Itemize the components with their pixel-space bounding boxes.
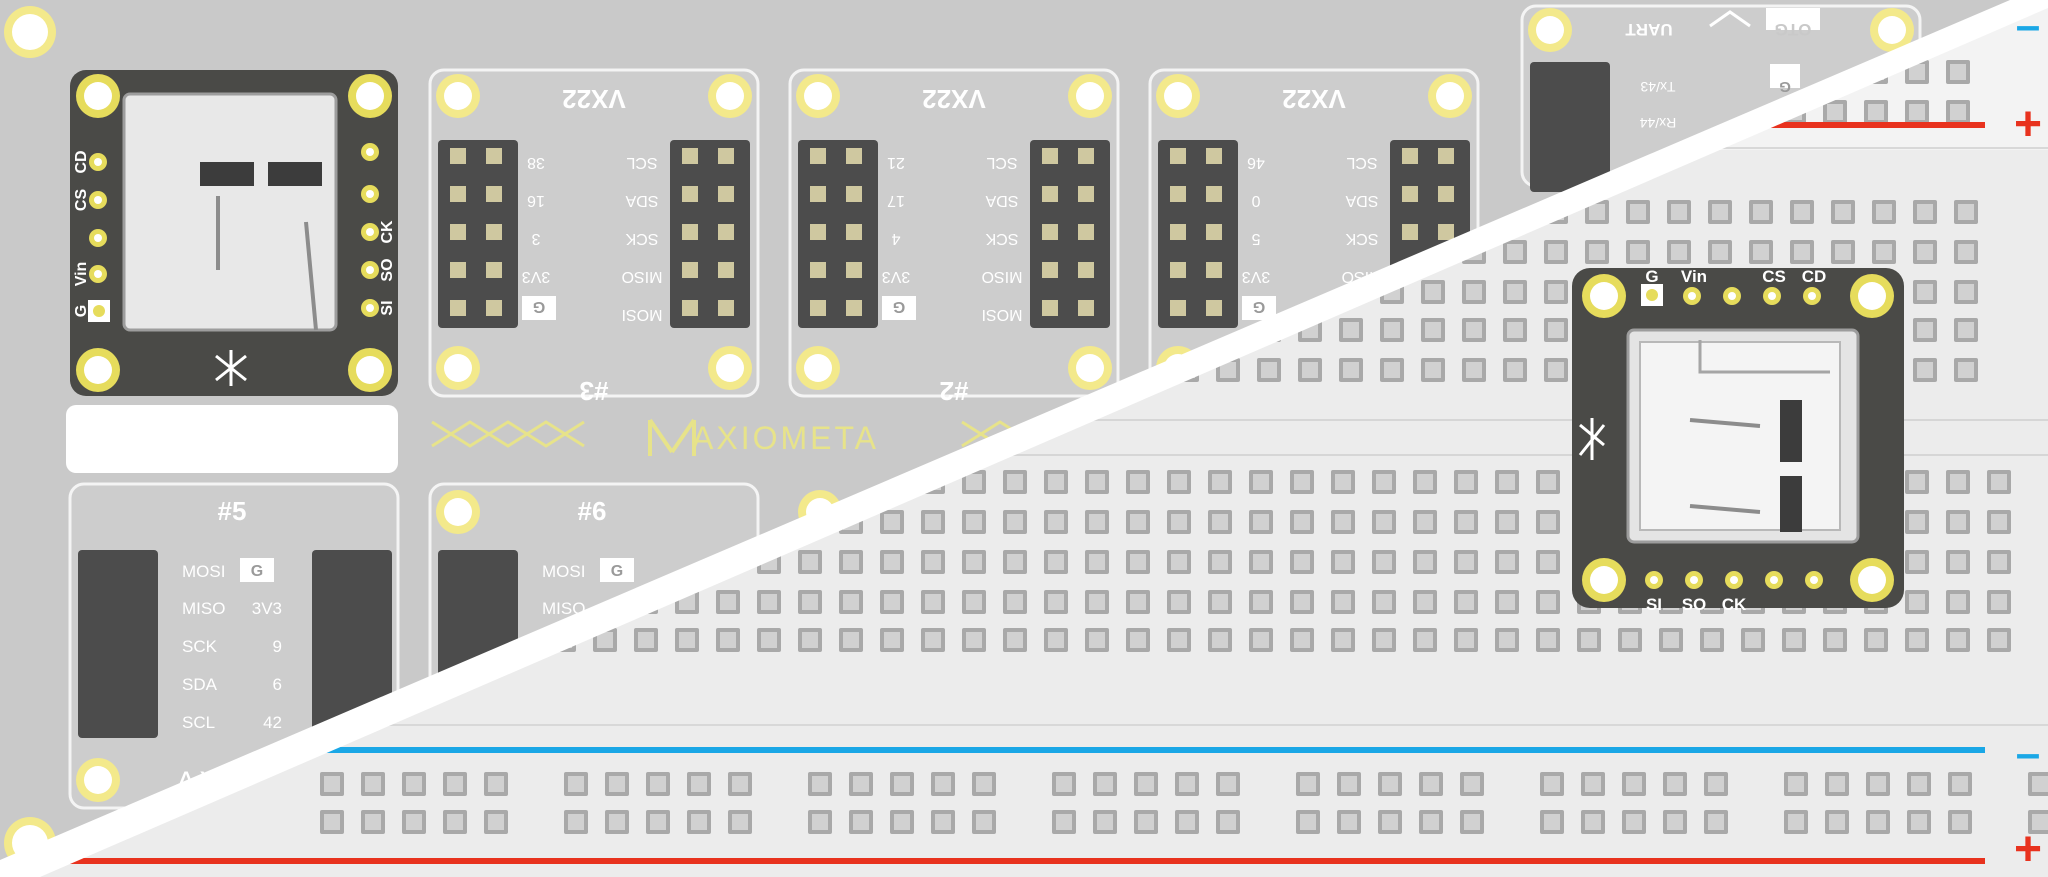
socket-6-pin-miso: MISO <box>542 599 585 618</box>
socket-pin-label: 17 <box>887 192 905 209</box>
socket-title: VX22 <box>922 84 986 114</box>
socket-title: VX22 <box>1282 84 1346 114</box>
otg-label: OTG <box>1775 20 1812 39</box>
socket-5-side-6: 6 <box>273 675 282 694</box>
sd-card-module-right[interactable]: G Vin CS CD SI SO CK <box>1572 267 1904 614</box>
sd-top-label-cs: CS <box>73 189 90 212</box>
sd-top-label-so: SO <box>379 258 396 281</box>
socket-title: VX22 <box>562 84 626 114</box>
rx-label: Rx/44 <box>1640 115 1677 131</box>
sd-label-vin: Vin <box>1681 267 1707 286</box>
sd-left-pins <box>88 143 379 322</box>
socket-5-side-9: 9 <box>273 637 282 656</box>
bus-label: SCL <box>1346 154 1377 171</box>
chevron-up-icon <box>1709 10 1751 28</box>
uart-label: UART <box>1625 20 1673 39</box>
bus-label: SCL <box>626 154 657 171</box>
bus-label: MISO <box>982 268 1023 285</box>
sd-card-module-top[interactable]: CD CS Vin G CK SO SI <box>70 70 398 396</box>
socket-number: #2 <box>940 376 969 406</box>
sd-label-g: G <box>1645 267 1658 286</box>
axiometa-logo-icon <box>215 350 247 386</box>
socket-3[interactable]: VX22 #3 38 16 3 3V3 SCL SDA SCK MISO MOSI G <box>428 68 760 406</box>
ground-tag: G <box>893 298 905 315</box>
axiometa-logo-icon <box>1578 418 1606 460</box>
port-g-label: G <box>1779 78 1791 95</box>
bus-label: MOSI <box>982 306 1023 323</box>
ground-tag: G <box>1253 298 1265 315</box>
sd-top-label-si: SI <box>379 300 396 315</box>
socket-pin-label: 38 <box>527 154 545 171</box>
socket-5-pin-sda: SDA <box>182 675 218 694</box>
bus-label: MISO <box>622 268 663 285</box>
socket-5-pin-sck: SCK <box>182 637 218 656</box>
socket-2[interactable]: VX22 #2 21 17 4 3V3 SCL SDA SCK MISO MOSI G <box>788 68 1120 406</box>
sd-top-pins <box>1641 284 1821 306</box>
socket-5-pin-mosi: MOSI <box>182 562 225 581</box>
socket-6-number: #6 <box>578 496 607 526</box>
sd-label-cd: CD <box>1802 267 1827 286</box>
socket-pin-label: 3V3 <box>1242 268 1271 285</box>
bus-label: SCL <box>986 154 1017 171</box>
bus-label: SCK <box>1345 230 1378 247</box>
axiometa-logo-icon <box>648 418 696 456</box>
socket-6-pin-mosi: MOSI <box>542 562 585 581</box>
bus-label: MOSI <box>622 306 663 323</box>
rail-minus-sign-bottom: – <box>2016 729 2040 778</box>
sd-label-si: SI <box>1646 595 1662 614</box>
socket-5-pin-miso: MISO <box>182 599 225 618</box>
bus-label: SDA <box>625 192 658 209</box>
ground-tag: G <box>533 298 545 315</box>
socket-pin-label: 5 <box>1251 230 1260 247</box>
socket-pin-label: 4 <box>891 230 900 247</box>
socket-pin-label: 46 <box>1247 154 1265 171</box>
socket-pin-label: 21 <box>887 154 905 171</box>
socket-pin-label: 3V3 <box>882 268 911 285</box>
socket-5-number: #5 <box>218 496 247 526</box>
socket-number: #3 <box>580 376 609 406</box>
sd-label-so: SO <box>1682 595 1707 614</box>
socket-group: VX22 #3 38 16 3 3V3 SCL SDA SCK MISO MOSI G VX22 #2 21… <box>90 68 1480 722</box>
socket-6-ground: G <box>611 563 623 580</box>
bus-label: SCK <box>625 230 658 247</box>
socket-5-pin-scl: SCL <box>182 713 215 732</box>
banner-pattern-left <box>431 420 585 448</box>
sd-bottom-pins <box>1645 571 1823 589</box>
socket-pin-label: 0 <box>1251 192 1260 209</box>
socket-5-ground: G <box>251 563 263 580</box>
sd-label-cs: CS <box>1762 267 1786 286</box>
microsd-socket <box>1626 328 1860 544</box>
label-plate <box>66 405 398 473</box>
sd-top-label-ck: CK <box>379 220 396 244</box>
socket-5-side-3v3: 3V3 <box>252 599 282 618</box>
socket-5-side-42: 42 <box>263 713 282 732</box>
tx-label: Tx/43 <box>1640 79 1675 95</box>
sd-top-label-vin: Vin <box>73 262 90 287</box>
socket-pin-label: 16 <box>527 192 545 209</box>
rail-plus-sign-bottom: + <box>2014 823 2042 876</box>
rail-plus-sign-top: + <box>2014 98 2042 151</box>
sd-top-label-cd: CD <box>73 150 90 173</box>
bus-label: SDA <box>1345 192 1378 209</box>
socket-pin-label: 3 <box>531 230 540 247</box>
bus-label: SDA <box>985 192 1018 209</box>
brand-name: AXIOMETA <box>692 420 879 456</box>
sd-label-ck: CK <box>1722 595 1747 614</box>
socket-pin-label: 3V3 <box>522 268 551 285</box>
sd-top-label-g: G <box>73 305 90 317</box>
bus-label: SCK <box>985 230 1018 247</box>
